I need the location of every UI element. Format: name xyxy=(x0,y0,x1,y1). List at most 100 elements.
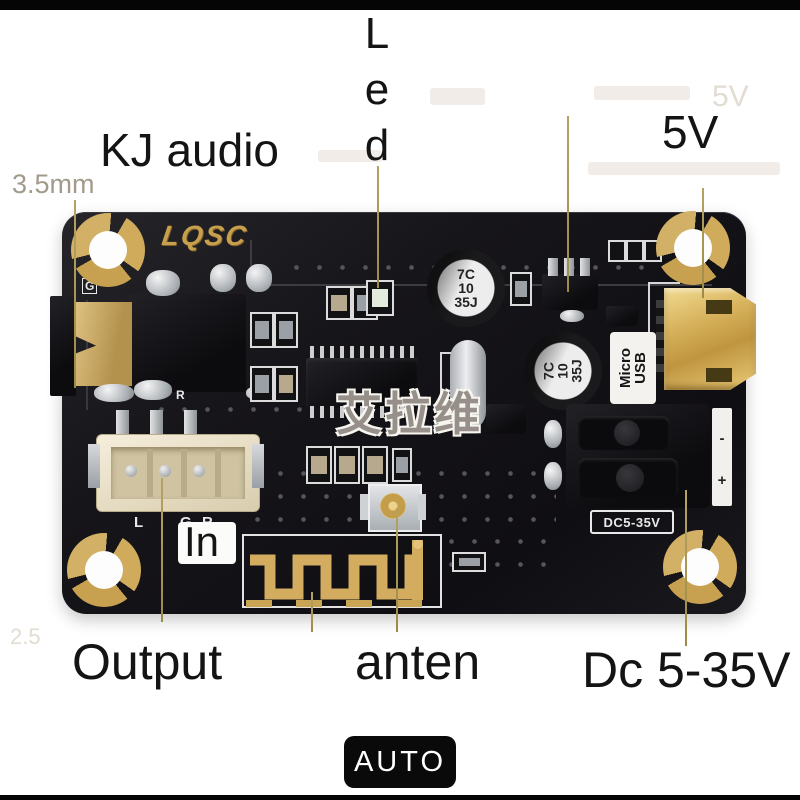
solder-pad xyxy=(210,264,236,292)
pointer-line-3-5mm xyxy=(74,200,76,388)
pcb-antenna-trace xyxy=(250,540,423,600)
xh-output-connector xyxy=(96,434,260,512)
connector-pin-contact xyxy=(159,465,171,477)
smd-chip xyxy=(279,321,293,339)
led-chip xyxy=(371,289,389,307)
regulator-pin xyxy=(564,258,574,276)
auto-badge-text: AUTO xyxy=(353,745,447,778)
label-led-letter-l: L xyxy=(364,9,390,58)
micro-usb-label: Micro USB xyxy=(610,332,656,404)
ghost-smudge xyxy=(594,86,690,100)
label-anten: anten xyxy=(355,634,481,690)
connector-side-clip xyxy=(252,444,264,488)
bluetooth-ic-chip xyxy=(306,358,418,408)
silkscreen-pin-l: L xyxy=(134,514,144,531)
connector-pin-contact xyxy=(125,465,137,477)
mounting-hole-center xyxy=(85,551,123,589)
bottom-letterbox-bar xyxy=(0,795,800,800)
pointer-line-anten-ufl xyxy=(396,508,398,632)
smd-component xyxy=(326,286,352,320)
mounting-hole-top-left xyxy=(71,213,145,287)
dc-range-silkscreen-box: DC5-35V xyxy=(590,510,674,534)
connector-divider xyxy=(181,449,187,497)
smd-component xyxy=(362,446,388,484)
label-in-backdrop xyxy=(178,522,236,564)
label-led-letter-d: d xyxy=(364,121,390,170)
solder-pad xyxy=(544,420,562,448)
smd-chip xyxy=(311,455,327,475)
crystal-silkscreen-outline xyxy=(440,352,456,426)
mounting-hole-center xyxy=(681,548,719,586)
ufl-antenna-connector xyxy=(360,484,426,532)
terminal-screw xyxy=(614,420,640,446)
audio-jack-body xyxy=(128,294,246,392)
mounting-hole-bottom-left xyxy=(67,533,141,607)
usb-shell-hole xyxy=(706,300,732,314)
pointer-line-dc xyxy=(685,490,687,646)
label-dc-5-35v: Dc 5-35V xyxy=(582,642,791,698)
solder-pad xyxy=(560,310,584,322)
silkscreen-jack-pin-r: R xyxy=(176,388,185,402)
solder-pad xyxy=(246,264,272,292)
smd-chip xyxy=(514,280,528,298)
via-grid xyxy=(150,398,310,428)
smd-component xyxy=(250,366,274,402)
smd-chip xyxy=(396,456,408,474)
regulator-pin xyxy=(548,258,558,276)
top-letterbox-bar xyxy=(0,0,800,10)
auto-badge: AUTO xyxy=(344,736,456,788)
smd-component xyxy=(250,312,274,348)
audio-jack-barrel xyxy=(50,296,76,396)
smd-component xyxy=(392,448,412,482)
dc-range-silkscreen-text: DC5-35V xyxy=(603,514,661,530)
solder-pad xyxy=(146,270,180,296)
mounting-hole-center xyxy=(89,231,127,269)
smd-chip xyxy=(458,557,480,567)
crystal-oscillator xyxy=(450,340,486,430)
antenna-edge-pads xyxy=(246,600,432,607)
pointer-line-5v xyxy=(702,188,704,298)
smd-component xyxy=(608,240,626,262)
smd-component xyxy=(274,312,298,348)
ufl-tab xyxy=(418,494,426,520)
pointer-line-output xyxy=(161,478,163,622)
pointer-line-anten-trace xyxy=(311,592,313,632)
ghost-5v-text: 5V xyxy=(712,80,749,113)
mounting-hole-center xyxy=(674,229,712,267)
smd-component xyxy=(306,446,332,484)
ghost-25-text: 2.5 xyxy=(10,624,41,649)
voltage-regulator xyxy=(542,274,598,310)
label-led: L e d xyxy=(355,6,399,174)
terminal-polarity-strip: - + xyxy=(712,408,732,506)
label-kj-audio: KJ audio xyxy=(100,124,280,176)
ufl-tab xyxy=(360,494,368,520)
label-in: In xyxy=(184,518,220,565)
ic-pins-bottom xyxy=(310,406,414,418)
electrolytic-capacitor: 7C 10 35J xyxy=(427,249,505,327)
capacitor-marking: 7C 10 35J xyxy=(454,266,478,310)
smd-component xyxy=(334,446,360,484)
label-output: Output xyxy=(72,634,223,690)
watermark-text: 艾拉维 xyxy=(336,388,483,440)
smd-component xyxy=(452,552,486,572)
terminal-screw xyxy=(616,464,644,492)
terminal-minus-mark: - xyxy=(719,430,725,447)
smd-component xyxy=(274,366,298,402)
connector-pin xyxy=(150,410,163,440)
smd-chip xyxy=(367,455,383,475)
connector-pin xyxy=(116,410,129,440)
connector-pin xyxy=(184,410,197,440)
smd-component xyxy=(510,272,532,306)
label-5v: 5V xyxy=(662,106,719,158)
capacitor-marking: 7C 10 35J xyxy=(540,359,585,383)
sot23-transistor xyxy=(606,306,638,326)
smd-chip xyxy=(255,321,269,339)
smd-chip xyxy=(331,294,347,312)
mounting-hole-bottom-right xyxy=(663,530,737,604)
ghost-smudge xyxy=(430,88,485,105)
ufl-center-contact xyxy=(380,493,406,519)
electrolytic-capacitor: 7C 10 35J xyxy=(524,332,602,410)
solder-pad xyxy=(134,380,172,400)
antenna-silkscreen-outline xyxy=(242,534,442,608)
